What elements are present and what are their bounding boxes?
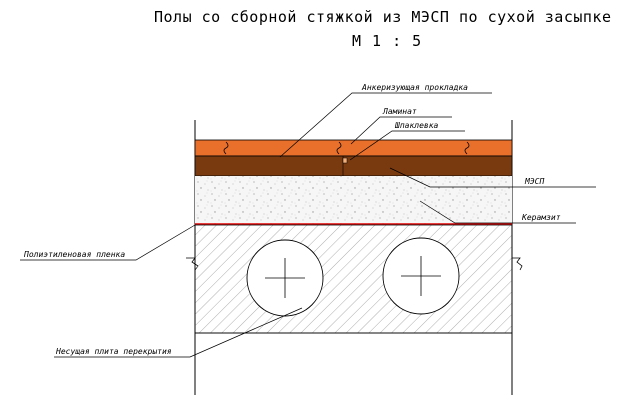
leader-putty xyxy=(349,130,465,161)
drawing-title: Полы со сборной стяжкой из МЭСП по сухой… xyxy=(154,8,611,26)
slab-layer xyxy=(194,224,513,334)
label-laminate: Ламинат xyxy=(382,107,417,116)
right-break-mark xyxy=(512,257,523,271)
label-putty: Шпаклевка xyxy=(394,121,439,130)
label-mesp: МЭСП xyxy=(524,177,544,186)
drawing-scale: М 1 : 5 xyxy=(352,32,422,50)
leader-laminate xyxy=(350,116,452,145)
mesp-layer xyxy=(194,155,513,177)
laminate-layer xyxy=(194,139,513,157)
leader-expanded-clay xyxy=(419,200,576,224)
leader-mesp xyxy=(389,167,596,188)
label-slab: Несущая плита перекрытия xyxy=(55,347,172,356)
laminate-joints xyxy=(223,141,470,155)
slab-hollow-core-left xyxy=(246,239,324,317)
label-expanded-clay: Керамзит xyxy=(521,213,561,222)
label-anchoring-pad: Анкеризующая прокладка xyxy=(361,83,468,92)
putty-mark xyxy=(342,157,348,164)
label-polyethylene-film: Полиэтиленовая пленка xyxy=(23,250,125,259)
leader-anchoring-pad xyxy=(279,92,492,158)
leader-polyethylene-film xyxy=(20,224,196,261)
expanded-clay-layer xyxy=(195,176,512,224)
leader-slab xyxy=(54,307,303,358)
slab-hollow-core-right xyxy=(382,237,460,315)
